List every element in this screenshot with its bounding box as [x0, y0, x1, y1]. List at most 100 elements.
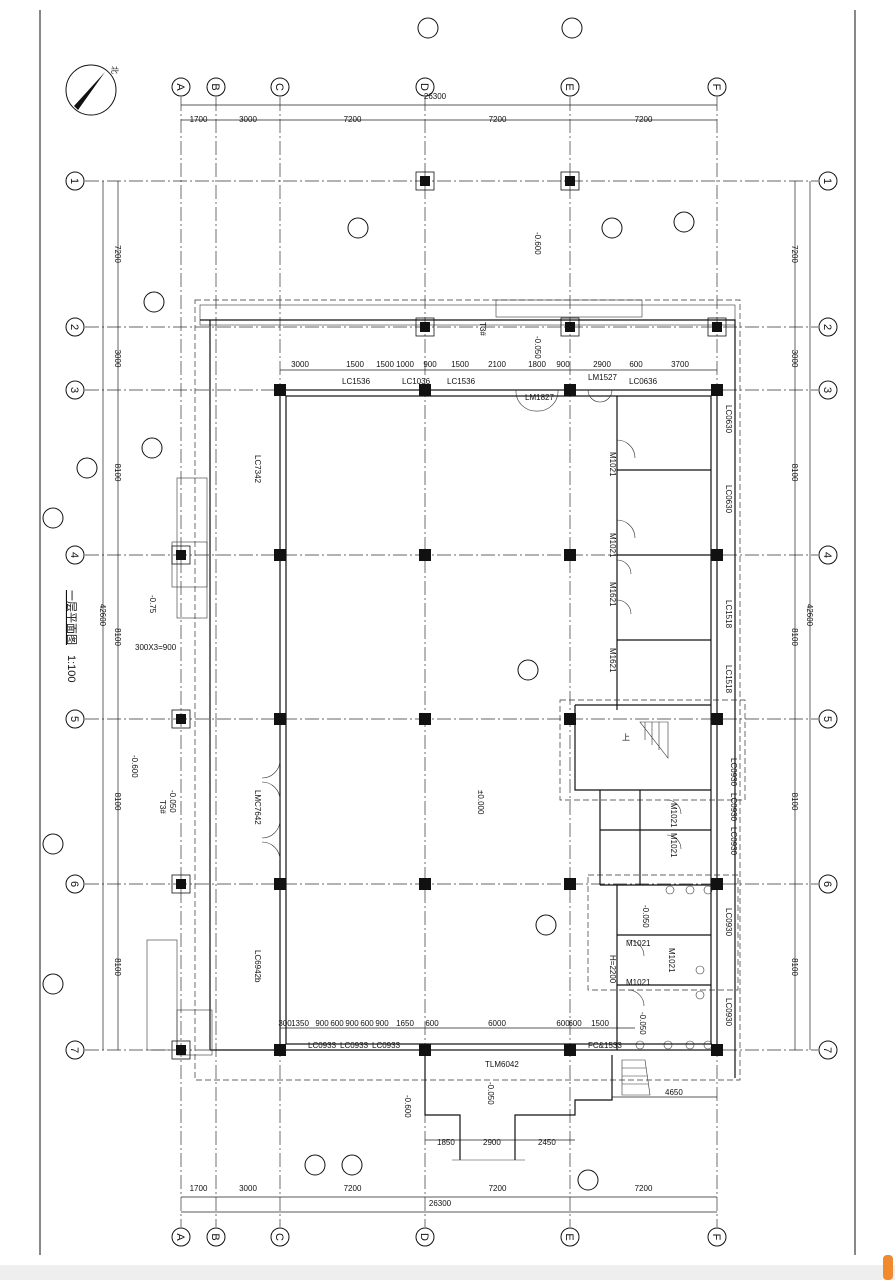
scrollbar-thumb[interactable] — [883, 1255, 893, 1280]
column — [711, 713, 723, 725]
svg-text:LC1036: LC1036 — [402, 377, 431, 386]
dimension-total: 26300 — [429, 1199, 452, 1208]
svg-text:-0.050: -0.050 — [168, 790, 177, 813]
dimension-value: 8100 — [790, 793, 799, 811]
dimension-value: 1500 — [346, 360, 364, 369]
axis-bubble — [206, 1227, 226, 1247]
axis-label: 3 — [821, 387, 833, 393]
dimension-value: 7200 — [344, 115, 362, 124]
axis-bubble — [560, 1227, 580, 1247]
dimension-value: 1700 — [190, 1184, 208, 1193]
dimension-value: 7200 — [790, 245, 799, 263]
dimension-value: 600 — [425, 1019, 439, 1028]
svg-text:M1621: M1621 — [608, 582, 617, 607]
dimension-value: 7200 — [635, 115, 653, 124]
axis-label: 5 — [68, 716, 80, 722]
svg-text:LC0930: LC0930 — [724, 908, 733, 937]
dimension-value: 8100 — [790, 958, 799, 976]
drawing-scale: 1:100 — [65, 655, 77, 683]
column — [419, 549, 431, 561]
dimension-value: 1500 — [451, 360, 469, 369]
dimension-value: 900 — [556, 360, 570, 369]
dimension-value: 600 — [629, 360, 643, 369]
axis-bubble — [65, 709, 85, 729]
axis-bubble — [818, 545, 838, 565]
dimension-value: 600 — [568, 1019, 582, 1028]
axis-bubble — [415, 1227, 435, 1247]
svg-text:LC7342: LC7342 — [253, 455, 262, 484]
svg-text:M1021: M1021 — [626, 978, 651, 987]
column — [419, 713, 431, 725]
axis-label: F — [710, 1234, 722, 1241]
column — [564, 713, 576, 725]
axis-bubble — [818, 709, 838, 729]
svg-text:M1021: M1021 — [669, 803, 678, 828]
dimension-value: 1000 — [396, 360, 414, 369]
dimension-value: 3000 — [239, 115, 257, 124]
column-outline — [707, 317, 727, 337]
dimension-value: 8100 — [113, 628, 122, 646]
axis-label: 1 — [68, 178, 80, 184]
axis-bubble — [270, 77, 290, 97]
axis-label: 4 — [68, 552, 80, 558]
axis-label: 7 — [68, 1047, 80, 1053]
structural-columns — [171, 171, 727, 1060]
column — [564, 549, 576, 561]
north-arrow-icon: 北 — [65, 64, 119, 116]
axis-label: A — [174, 1233, 186, 1241]
axis-label: 2 — [68, 324, 80, 330]
dimension-value: 900 — [345, 1019, 359, 1028]
svg-text:-0.600: -0.600 — [533, 232, 542, 255]
column — [176, 714, 186, 724]
svg-text:LC0930: LC0930 — [729, 827, 738, 856]
dimension-value: 3000 — [790, 350, 799, 368]
column — [564, 384, 576, 396]
svg-text:4650: 4650 — [665, 1088, 683, 1097]
column — [711, 384, 723, 396]
axis-label: F — [710, 84, 722, 91]
dimension-value: 8100 — [790, 464, 799, 482]
column — [565, 176, 575, 186]
axis-bubble — [65, 874, 85, 894]
svg-text:M1621: M1621 — [608, 648, 617, 673]
svg-text:-0.050: -0.050 — [638, 1012, 647, 1035]
elevation-marks: -0.600 -0.600 -0.600 ±0.000 -0.050 -0.05… — [130, 232, 650, 1118]
svg-text:LC0930: LC0930 — [724, 998, 733, 1027]
dimension-value: 1350 — [291, 1019, 309, 1028]
axis-label: 4 — [821, 552, 833, 558]
axis-label: E — [563, 1233, 575, 1240]
svg-text:FC&1533: FC&1533 — [588, 1041, 622, 1050]
column-outline — [171, 709, 191, 729]
svg-text:1850: 1850 — [437, 1138, 455, 1147]
dimension-value: 600 — [330, 1019, 344, 1028]
dimension-value: 600 — [556, 1019, 570, 1028]
dimension-total: 42600 — [805, 604, 814, 627]
svg-text:LC0930: LC0930 — [729, 793, 738, 822]
column-outline — [171, 1040, 191, 1060]
axis-bubble — [707, 77, 727, 97]
column — [274, 1044, 286, 1056]
svg-text:LC0630: LC0630 — [724, 485, 733, 514]
svg-text:TLM6042: TLM6042 — [485, 1060, 519, 1069]
axis-bubble — [65, 171, 85, 191]
svg-text:2900: 2900 — [483, 1138, 501, 1147]
dimension-value: 900 — [375, 1019, 389, 1028]
column — [176, 1045, 186, 1055]
column-outline — [171, 545, 191, 565]
column-outline — [560, 317, 580, 337]
dimension-value: 3700 — [671, 360, 689, 369]
column — [711, 1044, 723, 1056]
axis-bubble — [65, 317, 85, 337]
dimension-lines — [102, 104, 811, 1213]
dimension-value: 7200 — [489, 1184, 507, 1193]
column — [565, 322, 575, 332]
axis-bubble — [818, 380, 838, 400]
drawing-title: 一层平面图 — [65, 590, 78, 645]
dimension-value: 2900 — [593, 360, 611, 369]
dimension-value: 7200 — [113, 245, 122, 263]
dimension-value: 7200 — [344, 1184, 362, 1193]
column — [564, 878, 576, 890]
svg-text:LC0930: LC0930 — [729, 758, 738, 787]
svg-text:-0.050: -0.050 — [533, 336, 542, 359]
